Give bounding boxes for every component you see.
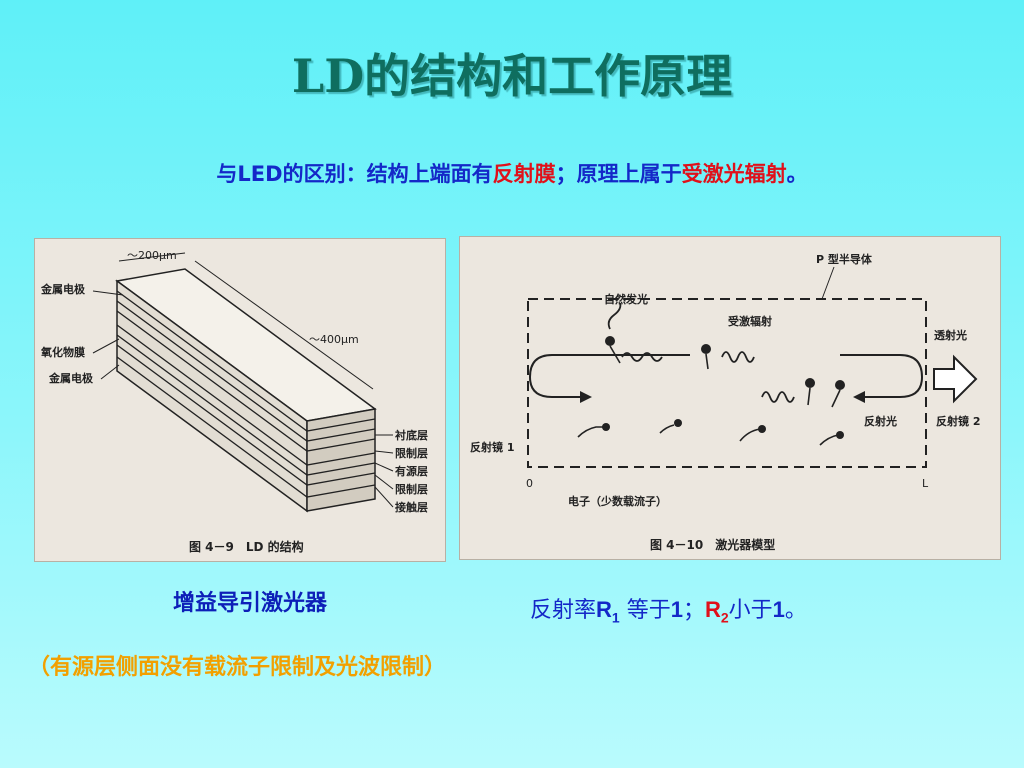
laser-model-figure: P 型半导体 自然发光 受激辐射 透射光 反射光 反射镜 2 反射镜 1 0 L…: [459, 236, 1001, 560]
label-reflected-light: 反射光: [864, 414, 897, 428]
subtitle-highlight-stimulated-emission: 受激光辐射: [681, 162, 787, 186]
ld-structure-figure: ～200μm ～400μm 金属电极 氧化物膜 金属电极 衬底层 限制层 有源层: [34, 238, 446, 562]
label-p-type: P 型半导体: [816, 252, 873, 266]
left-caption-gain-guided-laser: 增益导引激光器: [172, 591, 327, 616]
photon-wave-2: [721, 351, 755, 363]
caption-r1-subscript: 1: [611, 609, 620, 626]
left-caption-note: （有源层侧面没有载流子限制及光波限制）: [28, 655, 447, 680]
label-metal-electrode-bottom: 金属电极: [48, 371, 94, 385]
label-mirror-2: 反射镜 2: [936, 414, 980, 428]
slide-title: LD的结构和工作原理: [291, 49, 733, 103]
dimension-width-label: ～200μm: [127, 249, 177, 262]
subtitle-part-2: ；原理上属于: [555, 162, 682, 186]
arrow-right: [580, 391, 592, 403]
label-origin: 0: [526, 477, 533, 490]
slide-subtitle: 与LED的区别：结构上端面有反射膜；原理上属于受激光辐射。: [0, 158, 1024, 188]
label-spontaneous-emission: 自然发光: [604, 292, 648, 306]
electron-dots: [605, 336, 845, 390]
light-path-left-loop: [528, 354, 690, 398]
label-active-layer: 有源层: [395, 464, 428, 478]
caption-r2: R: [704, 597, 721, 622]
dimension-length-label: ～400μm: [309, 333, 359, 346]
length-dimension-line: [194, 260, 374, 390]
label-confinement-layer-1: 限制层: [395, 446, 428, 460]
figure-left-caption: 图 4－9 LD 的结构: [189, 539, 304, 554]
subtitle-part-3: 。: [786, 162, 808, 186]
caption-r1: R: [596, 597, 612, 622]
caption-r2-subscript: 2: [720, 609, 729, 626]
layer-lines: [116, 290, 376, 498]
caption-period: 。: [784, 598, 807, 623]
transmitted-light-arrow: [933, 354, 978, 404]
figure-right-caption: 图 4－10 激光器模型: [650, 537, 775, 552]
electron-tracks: [577, 424, 839, 446]
caption-one-1: 1: [670, 597, 683, 622]
light-path-right-loop: [840, 354, 924, 398]
label-electrons: 电子（少数载流子）: [568, 494, 667, 508]
subtitle-highlight-reflective-film: 反射膜: [492, 162, 556, 186]
label-substrate-layer: 衬底层: [395, 428, 428, 442]
ld-structure-drawing: ～200μm ～400μm 金属电极 氧化物膜 金属电极 衬底层 限制层 有源层: [40, 249, 428, 554]
subtitle-part-1: 与LED的区别：结构上端面有: [216, 162, 493, 186]
label-metal-electrode-top: 金属电极: [40, 282, 86, 296]
cavity-boundary: [527, 298, 927, 468]
caption-less-than-text: 小于: [728, 598, 773, 623]
photon-wave-spontaneous: [607, 302, 622, 330]
caption-separator: ；: [682, 598, 705, 623]
caption-reflectivity-text: 反射率: [530, 598, 597, 623]
label-transmitted-light: 透射光: [934, 328, 967, 342]
label-mirror-1: 反射镜 1: [470, 440, 514, 454]
width-dimension-line: [118, 252, 186, 262]
photon-wave-1: [621, 352, 663, 362]
label-length: L: [922, 477, 929, 490]
laser-model-drawing: P 型半导体 自然发光 受激辐射 透射光 反射光 反射镜 2 反射镜 1 0 L…: [470, 252, 980, 552]
label-confinement-layer-2: 限制层: [395, 482, 428, 496]
arrow-left: [853, 391, 865, 403]
label-oxide-film: 氧化物膜: [40, 345, 85, 359]
label-stimulated-emission: 受激辐射: [728, 314, 772, 328]
caption-equals-text: 等于: [619, 598, 671, 623]
right-caption-reflectivity: 反射率R1 等于1；R2小于1。: [530, 592, 990, 625]
block-end-face: [306, 408, 376, 512]
caption-one-2: 1: [772, 597, 785, 622]
photon-wave-3: [761, 391, 795, 403]
label-contact-layer: 接触层: [395, 500, 428, 514]
